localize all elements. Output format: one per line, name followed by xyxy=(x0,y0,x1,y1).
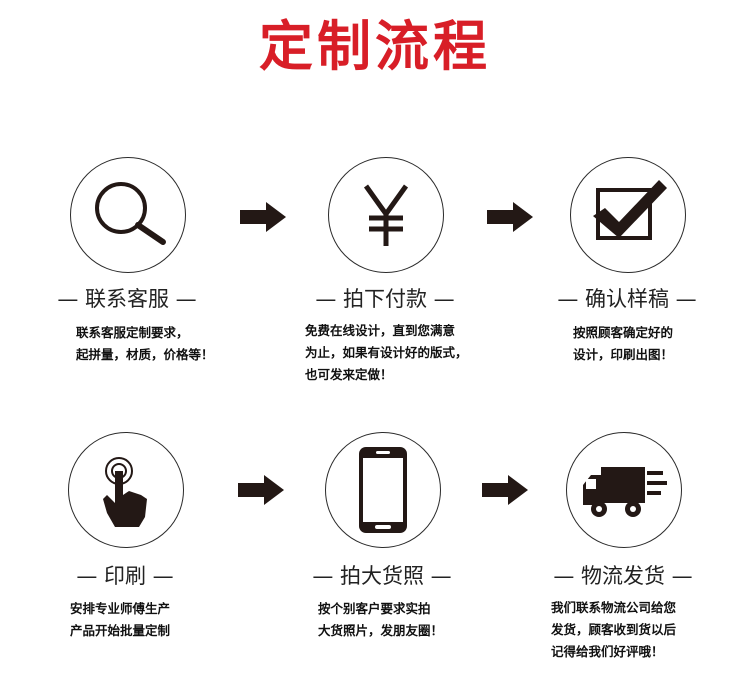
description-line: 按照顾客确定好的 xyxy=(573,325,674,340)
arrow-right-icon xyxy=(240,202,286,232)
delivery-truck-icon xyxy=(583,467,667,517)
step-4-description: 安排专业师傅生产 产品开始批量定制 xyxy=(70,598,300,642)
description-line: 按个别客户要求实拍 xyxy=(318,601,431,616)
arrow-right-icon xyxy=(487,202,533,232)
description-line: 安排专业师傅生产 xyxy=(70,601,171,616)
step-1-icon-circle xyxy=(70,157,186,273)
step-2-title: — 拍下付款 — xyxy=(315,287,455,311)
description-line: 发货，顾客收到货以后 xyxy=(551,622,677,637)
step-2-icon-circle xyxy=(328,157,444,273)
yen-icon xyxy=(363,184,409,246)
arrow-right-icon xyxy=(482,475,528,505)
step-4-title: — 印刷 — xyxy=(76,564,174,588)
description-line: 产品开始批量定制 xyxy=(70,623,171,638)
magnifier-icon xyxy=(95,182,166,245)
description-line: 我们联系物流公司给您 xyxy=(551,600,677,615)
description-line: 设计，印刷出图！ xyxy=(573,347,674,362)
description-line: 也可发来定做！ xyxy=(305,367,393,382)
description-line: 起拼量，材质，价格等！ xyxy=(76,347,214,362)
description-line: 联系客服定制要求， xyxy=(76,325,189,340)
step-5-title: — 拍大货照 — xyxy=(312,564,452,588)
step-2-description: 免费在线设计，直到您满意 为止，如果有设计好的版式， 也可发来定做！ xyxy=(305,320,535,386)
description-line: 为止，如果有设计好的版式， xyxy=(305,345,468,360)
hand-press-icon xyxy=(103,457,147,527)
description-line: 免费在线设计，直到您满意 xyxy=(305,323,456,338)
step-1-description: 联系客服定制要求， 起拼量，材质，价格等！ xyxy=(76,322,306,366)
step-3-icon-circle xyxy=(570,157,686,273)
step-5-description: 按个别客户要求实拍 大货照片，发朋友圈！ xyxy=(318,598,548,642)
checkbox-icon xyxy=(593,180,667,240)
step-3-title: — 确认样稿 — xyxy=(557,287,697,311)
step-1-title: — 联系客服 — xyxy=(57,287,197,311)
step-4-icon-circle xyxy=(68,432,184,548)
step-6-description: 我们联系物流公司给您 发货，顾客收到货以后 记得给我们好评哦！ xyxy=(551,597,750,663)
step-5-icon-circle xyxy=(325,432,441,548)
arrow-right-icon xyxy=(238,475,284,505)
description-line: 大货照片，发朋友圈！ xyxy=(318,623,444,638)
description-line: 记得给我们好评哦！ xyxy=(551,644,664,659)
step-3-description: 按照顾客确定好的 设计，印刷出图！ xyxy=(573,322,750,366)
smartphone-icon xyxy=(359,447,407,533)
step-6-title: — 物流发货 — xyxy=(553,564,693,588)
page-title: 定制流程 xyxy=(259,15,491,78)
step-6-icon-circle xyxy=(566,432,682,548)
